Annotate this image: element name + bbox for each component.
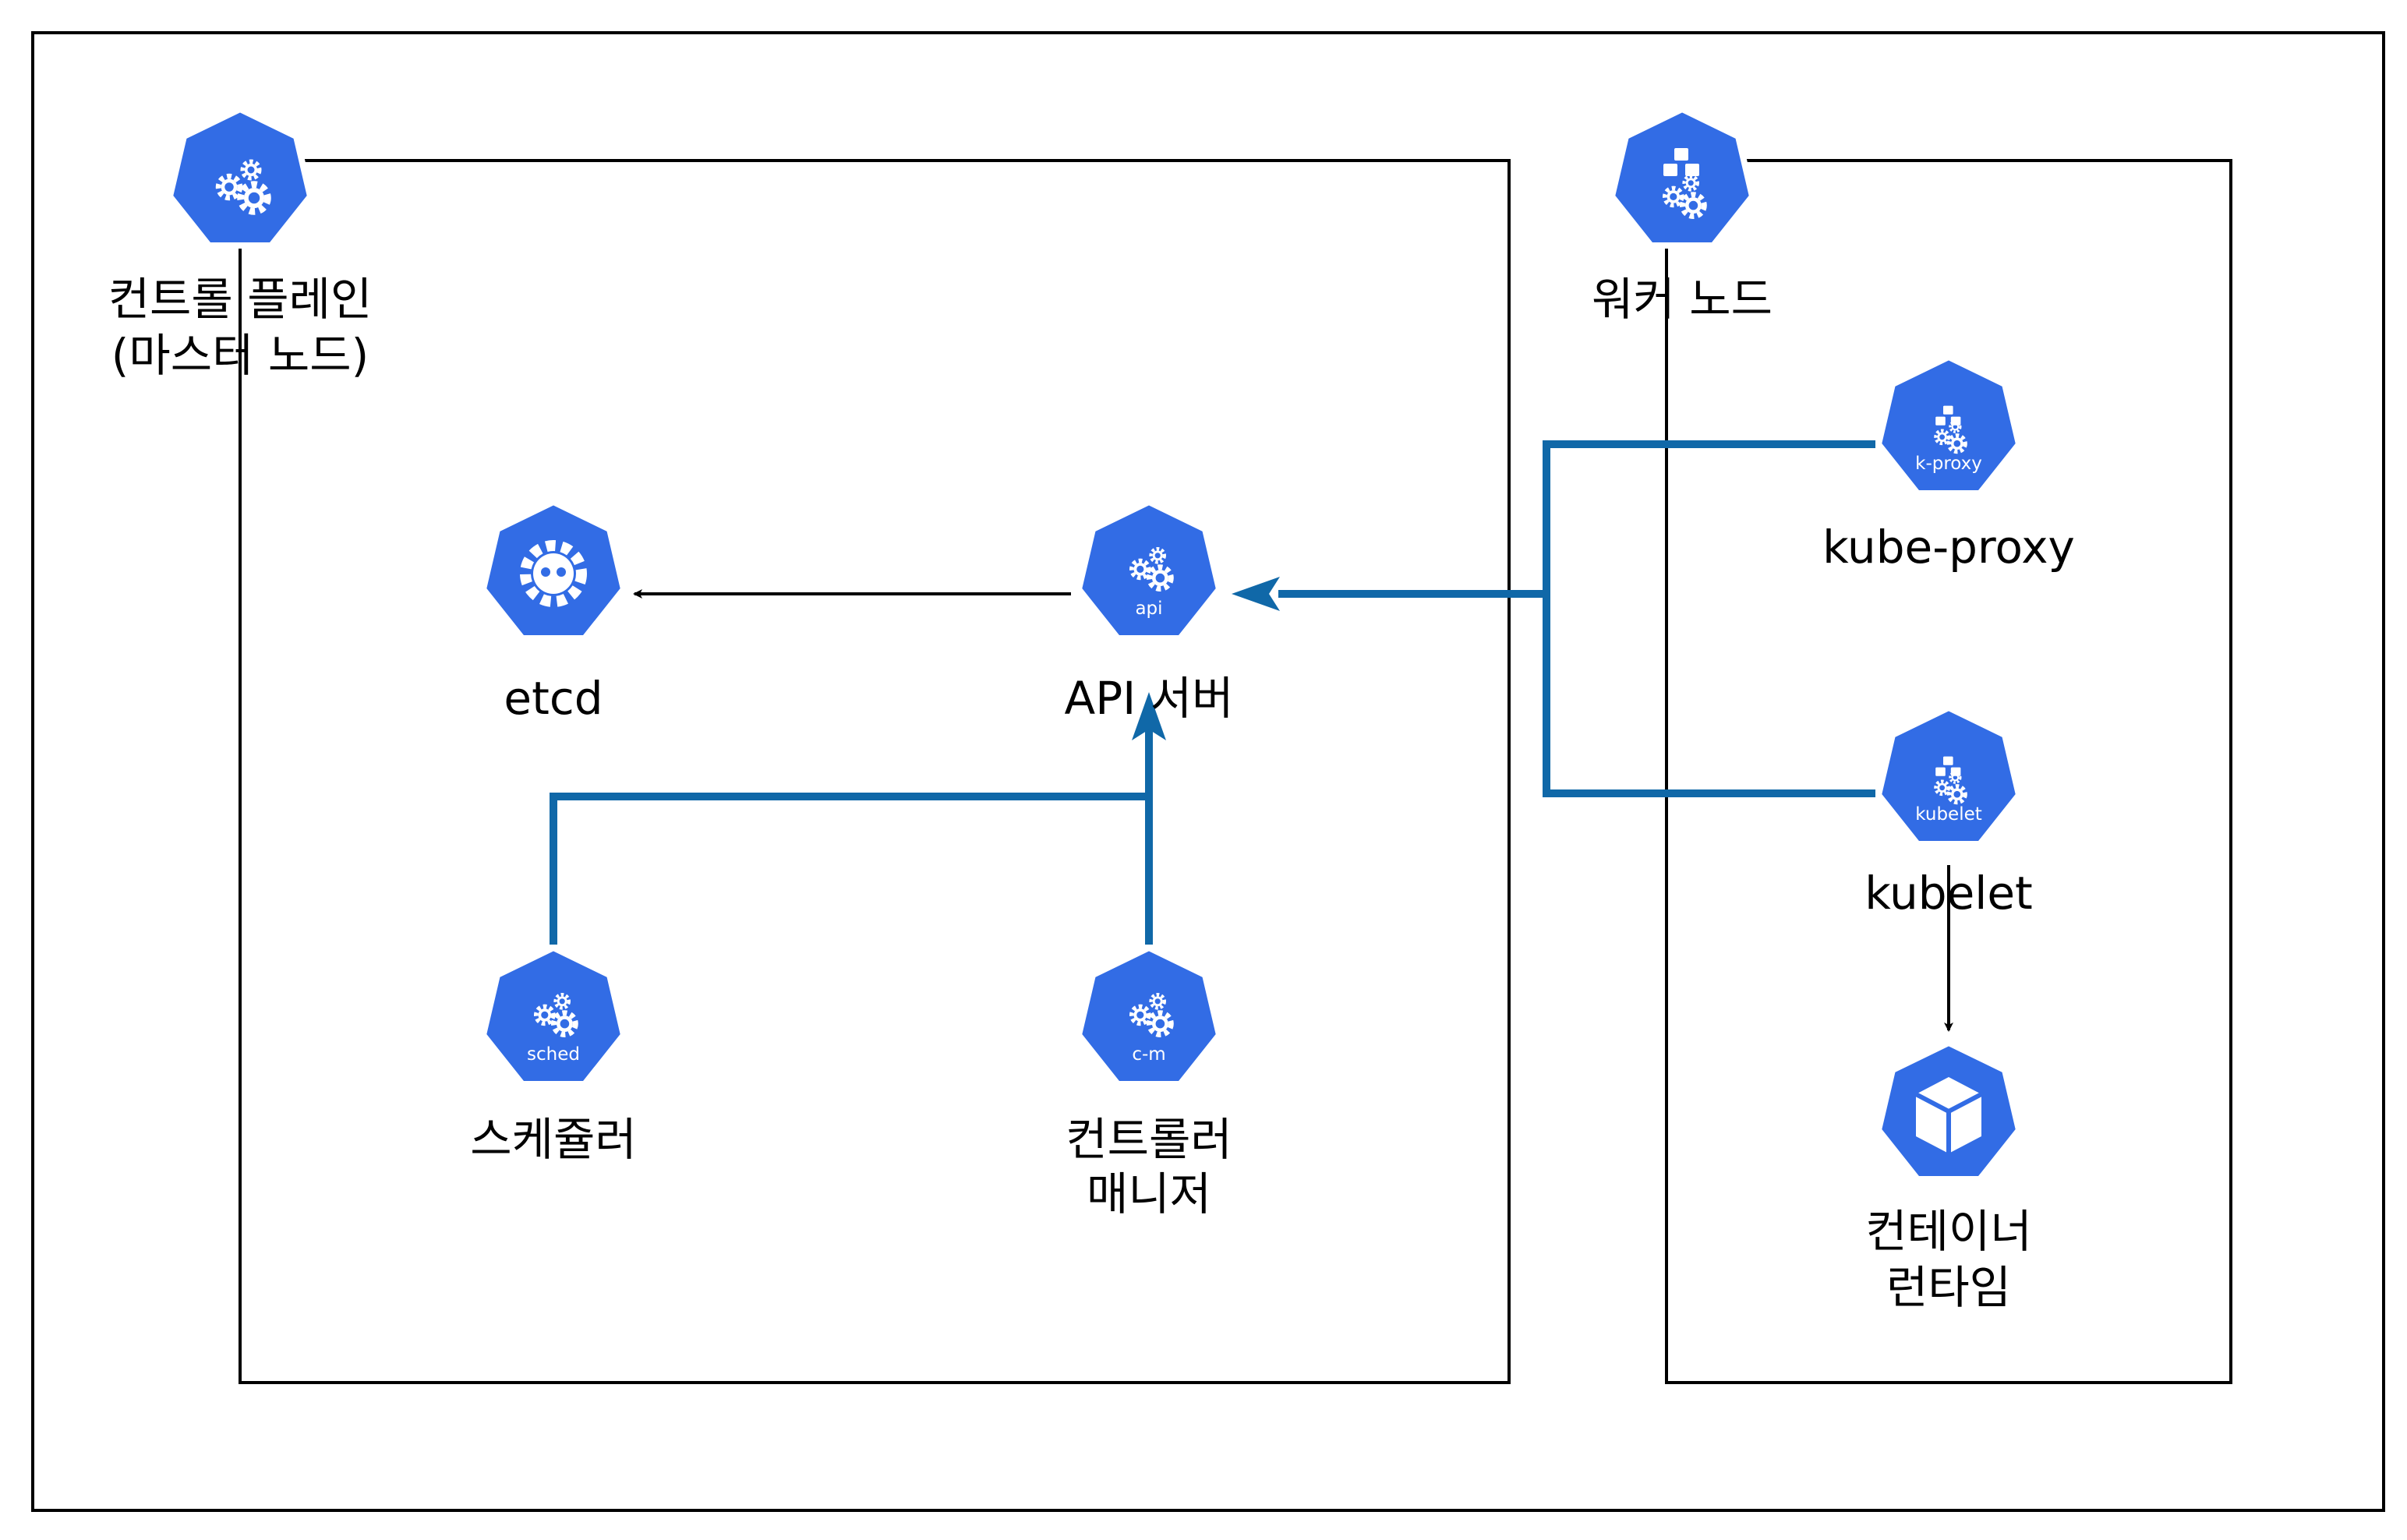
controller-manager-to-api-arrowhead xyxy=(1132,692,1166,740)
kubelet-icon: kubelet xyxy=(1879,708,2019,844)
etcd-label: etcd xyxy=(504,672,603,725)
control-plane-icon xyxy=(170,109,310,245)
controller-manager-label-line2: 매니저 xyxy=(1087,1167,1211,1220)
kube-proxy-badge: k-proxy xyxy=(1915,454,1982,474)
worker-node-icon xyxy=(1612,109,1752,245)
container-runtime-label-line2: 런타임 xyxy=(1886,1261,2011,1314)
kube-proxy-label: kube-proxy xyxy=(1822,521,2075,574)
control-plane-title-line1: 컨트롤 플레인 xyxy=(108,273,373,326)
kube-proxy-connector xyxy=(1543,440,1875,797)
worker-node-boundary xyxy=(1665,159,2232,1384)
outer-frame xyxy=(31,31,2385,1512)
container-runtime-icon xyxy=(1879,1043,2019,1179)
worker-node-title: 워커 노드 xyxy=(1592,273,1773,326)
scheduler-label: 스케쥴러 xyxy=(470,1113,636,1166)
kube-proxy-icon: k-proxy xyxy=(1879,357,2019,493)
api-server-label: API 서버 xyxy=(1065,672,1234,725)
kubelet-badge: kubelet xyxy=(1915,804,1982,825)
api-server-icon: api xyxy=(1079,502,1219,638)
worker-to-api-arrowhead xyxy=(1232,577,1280,611)
etcd-icon xyxy=(483,502,624,638)
control-plane-boundary xyxy=(239,159,1511,1384)
kubelet-label: kubelet xyxy=(1864,867,2033,920)
controller-manager-icon: c-m xyxy=(1079,948,1219,1084)
controller-manager-label-line1: 컨트롤러 xyxy=(1066,1113,1232,1166)
api-server-badge: api xyxy=(1135,599,1162,619)
scheduler-to-api-connector xyxy=(550,793,1149,945)
container-runtime-label-line1: 컨테이너 xyxy=(1865,1205,2031,1258)
scheduler-badge: sched xyxy=(527,1044,580,1065)
scheduler-icon: sched xyxy=(483,948,624,1084)
control-plane-title-line2: (마스터 노드) xyxy=(111,329,369,382)
controller-manager-badge: c-m xyxy=(1132,1044,1165,1065)
